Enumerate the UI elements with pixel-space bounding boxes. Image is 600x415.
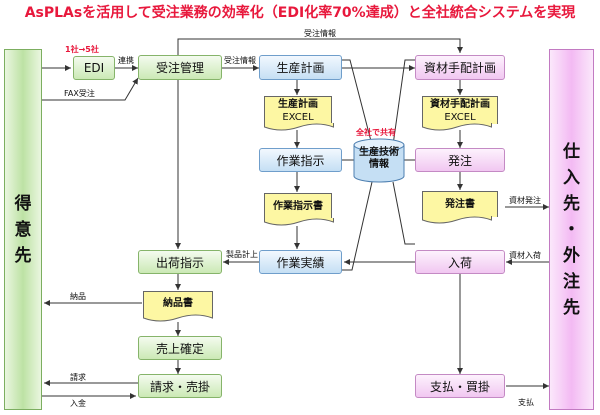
database-label: 生産技術 情報 [353,147,405,171]
customer-char: 先 [14,245,32,266]
payment-box: 支払・買掛 [415,374,505,398]
supplier-char: 先 [563,193,580,214]
billing-box: 請求・売掛 [138,374,222,398]
work-order-box: 作業指示 [259,148,342,172]
shipping-instruction-box: 出荷指示 [138,250,222,274]
production-plan-box: 生産計画 [259,55,342,80]
product-stock-label: 製品計上 [226,250,258,259]
db-line: 生産技術 [359,147,399,158]
fax-label: FAX受注 [64,89,95,98]
deposit-label: 入金 [70,399,86,408]
delivery-label: 納品 [70,292,86,301]
material-order-label: 資材発注 [509,196,541,205]
doc-line: 資材手配計画 [430,98,490,110]
doc-line: EXCEL [444,111,476,123]
db-line: 情報 [369,159,389,170]
purchase-order-box: 発注 [415,148,505,172]
order-info-label: 受注情報 [224,56,256,65]
production-plan-excel-doc: 生産計画 EXCEL [264,96,334,131]
doc-line: 発注書 [445,199,475,210]
supplier-char: 入 [563,167,580,188]
customer-bar: 得 意 先 [4,49,42,410]
supplier-char: 仕 [563,141,580,162]
material-plan-box: 資材手配計画 [415,55,505,80]
supplier-char: ・ [563,219,580,240]
supplier-char: 外 [563,245,580,266]
purchase-order-document: 発注書 [422,191,498,224]
doc-line: EXCEL [282,111,314,123]
shared-label: 全社で共有 [356,128,396,137]
supplier-bar: 仕 入 先 ・ 外 注 先 [549,49,594,410]
material-plan-excel-doc: 資材手配計画 EXCEL [422,96,498,131]
doc-line: 作業指示書 [273,201,323,212]
order-management-box: 受注管理 [138,55,222,80]
customer-char: 意 [14,219,32,240]
supplier-char: 先 [563,297,580,318]
edi-box: EDI [73,56,115,80]
payment-label: 支払 [518,398,534,407]
delivery-note-document: 納品書 [143,291,213,322]
customer-char: 得 [14,193,32,214]
doc-line: 納品書 [163,298,193,309]
sales-confirm-box: 売上確定 [138,336,222,360]
supplier-char: 注 [563,271,580,292]
receiving-box: 入荷 [415,250,505,274]
link-label: 連携 [118,56,134,65]
page-title: AsPLAsを活用して受注業務の効率化（EDI化率70%達成）と全社統合システム… [24,5,576,21]
order-info-top-label: 受注情報 [304,29,336,38]
doc-line: 生産計画 [278,98,318,110]
edi-note: 1社→5社 [65,45,99,54]
invoice-label: 請求 [70,373,86,382]
work-order-document: 作業指示書 [264,193,334,226]
work-result-box: 作業実績 [259,250,342,274]
material-receipt-label: 資材入荷 [509,251,541,260]
database-cylinder [353,138,405,183]
